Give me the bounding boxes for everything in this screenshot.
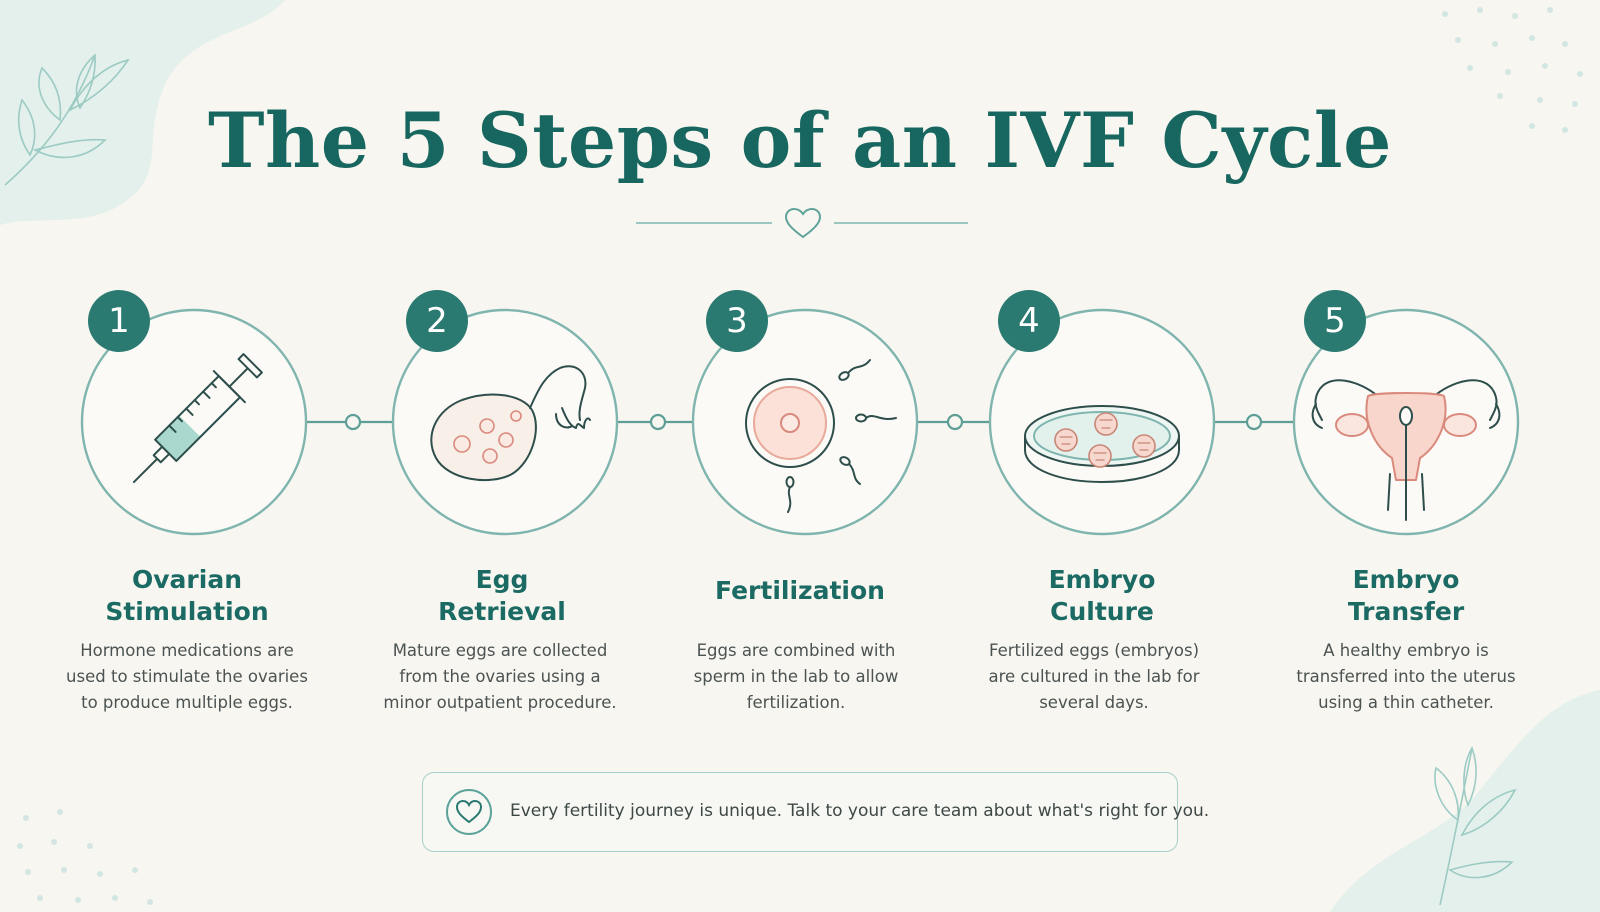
step-5-title-line2: Transfer [1347, 597, 1465, 626]
heart-icon [784, 207, 822, 239]
uterus-icon [1311, 379, 1501, 521]
step-3-desc-line1: Eggs are combined with [696, 641, 896, 660]
step-3-title-line1: Fertilization [715, 576, 885, 605]
step-3-description: Eggs are combined with sperm in the lab … [666, 638, 926, 716]
step-2-desc-line3: minor outpatient procedure. [383, 693, 617, 712]
heart-icon [446, 789, 492, 835]
sperm-marks [785, 359, 897, 513]
step-1-badge: 1 [88, 290, 150, 352]
note-box [422, 772, 1178, 852]
step-2-title-line2: Retrieval [438, 597, 566, 626]
step-4-desc-line1: Fertilized eggs (embryos) [988, 641, 1200, 660]
step-2-desc-line1: Mature eggs are collected [392, 641, 608, 660]
step-4-title: Embryo Culture [972, 564, 1232, 628]
step-4-title-line1: Embryo [1048, 565, 1156, 594]
step-5-title: Embryo Transfer [1276, 564, 1536, 628]
connectors [306, 413, 1296, 431]
step-4-description: Fertilized eggs (embryos) are cultured i… [964, 638, 1224, 716]
bottom-right-blob [1330, 690, 1600, 912]
step-3-title: Fertilization [670, 575, 930, 607]
note-text: Every fertility journey is unique. Talk … [510, 801, 1210, 821]
petri-dish-icon [1024, 405, 1180, 484]
step-4-desc-line3: several days. [1039, 693, 1149, 712]
step-5-badge: 5 [1304, 290, 1366, 352]
connector-dot-1-2 [344, 413, 362, 431]
step-4-badge: 4 [998, 290, 1060, 352]
step-3-badge: 3 [706, 290, 768, 352]
connector-dot-3-4 [946, 413, 964, 431]
bottom-left-dots [17, 809, 153, 905]
step-5-desc-line3: using a thin catheter. [1318, 693, 1494, 712]
step-2-title-line1: Egg [475, 565, 529, 594]
step-1-title-line2: Stimulation [105, 597, 269, 626]
egg-sperm-icon [745, 359, 897, 513]
step-5-desc-line2: transferred into the uterus [1296, 667, 1516, 686]
bottom-right-leaf-icon [1434, 746, 1517, 906]
step-2-description: Mature eggs are collected from the ovari… [370, 638, 630, 716]
step-2-title: Egg Retrieval [372, 564, 632, 628]
top-left-leaf-icon [4, 53, 130, 186]
step-5-desc-line1: A healthy embryo is [1323, 641, 1489, 660]
step-4-title-line2: Culture [1050, 597, 1154, 626]
step-2-badge: 2 [406, 290, 468, 352]
step-1-desc-line2: used to stimulate the ovaries [66, 667, 308, 686]
step-1-description: Hormone medications are used to stimulat… [57, 638, 317, 716]
step-5-title-line1: Embryo [1352, 565, 1460, 594]
step-2-desc-line2: from the ovaries using a [399, 667, 601, 686]
step-1-title-line1: Ovarian [132, 565, 242, 594]
step-1-desc-line3: to produce multiple eggs. [81, 693, 293, 712]
step-1-title: Ovarian Stimulation [57, 564, 317, 628]
step-4-desc-line2: are cultured in the lab for [988, 667, 1200, 686]
connector-dot-4-5 [1245, 413, 1263, 431]
top-right-dots [1442, 7, 1583, 133]
syringe-icon [132, 353, 263, 484]
connector-dot-2-3 [649, 413, 667, 431]
step-3-desc-line3: fertilization. [746, 693, 846, 712]
ovary-icon [430, 365, 591, 481]
step-5-description: A healthy embryo is transferred into the… [1276, 638, 1536, 716]
page-title: The 5 Steps of an IVF Cycle [207, 96, 1393, 185]
title-divider [636, 207, 968, 239]
step-1-desc-line1: Hormone medications are [80, 641, 294, 660]
step-3-desc-line2: sperm in the lab to allow [693, 667, 899, 686]
top-left-blob [0, 0, 285, 225]
